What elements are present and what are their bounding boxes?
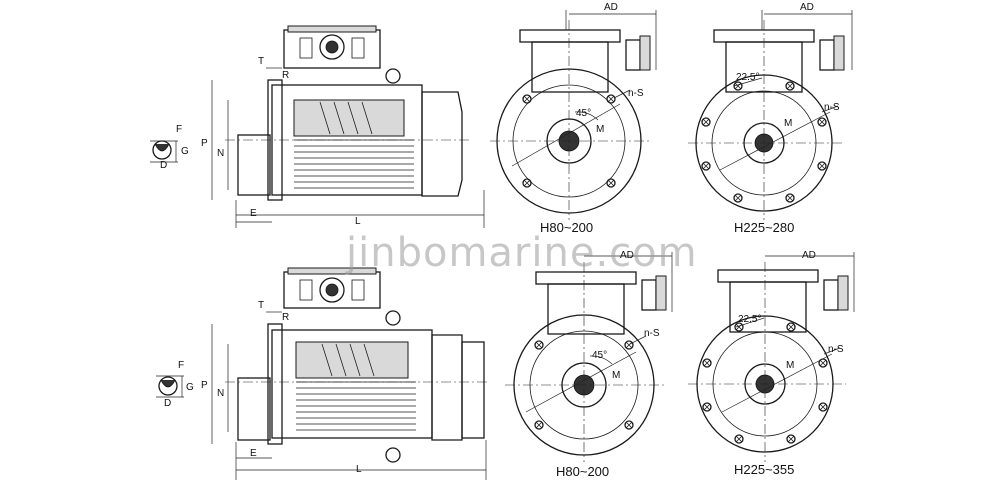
side-view-top bbox=[150, 25, 485, 228]
dim-label-nS-bottom-mid: n-S bbox=[644, 328, 660, 339]
front-view-top-mid bbox=[490, 10, 657, 220]
dim-label-nS-top-mid: n-S bbox=[628, 88, 644, 99]
dim-label-F-bottom: F bbox=[178, 360, 184, 371]
dim-label-L-top: L bbox=[355, 216, 361, 227]
dim-label-225-top-right: 22.5° bbox=[736, 72, 759, 83]
dim-label-AD-bottom-mid: AD bbox=[620, 250, 634, 261]
dim-label-D-bottom: D bbox=[164, 398, 171, 409]
front-view-bottom-right bbox=[688, 252, 855, 462]
caption-bottom-right: H225~355 bbox=[734, 462, 794, 477]
dim-label-45-bottom-mid: 45° bbox=[592, 350, 607, 361]
dim-label-M-bottom-right: M bbox=[786, 360, 794, 371]
dim-label-45-top-mid: 45° bbox=[576, 108, 591, 119]
dim-label-nS-bottom-right: n-S bbox=[828, 344, 844, 355]
dim-label-nS-top-right: n-S bbox=[824, 102, 840, 113]
dim-label-R-bottom: R bbox=[282, 312, 289, 323]
dim-label-AD-top-right: AD bbox=[800, 2, 814, 13]
front-view-top-right bbox=[688, 10, 853, 220]
caption-top-mid: H80~200 bbox=[540, 220, 593, 235]
dim-label-E-bottom: E bbox=[250, 448, 257, 459]
dim-label-L-bottom: L bbox=[356, 464, 362, 475]
dim-label-G-top: G bbox=[181, 146, 189, 157]
dim-label-N-top: N bbox=[217, 148, 224, 159]
dim-label-G-bottom: G bbox=[186, 382, 194, 393]
dim-label-T-top: T bbox=[258, 56, 264, 67]
front-view-bottom-mid bbox=[505, 252, 673, 462]
caption-bottom-mid: H80~200 bbox=[556, 464, 609, 479]
side-view-bottom bbox=[156, 267, 490, 480]
caption-top-right: H225~280 bbox=[734, 220, 794, 235]
dim-label-M-bottom-mid: M bbox=[612, 370, 620, 381]
dim-label-225-bottom-right: 22.5° bbox=[738, 314, 761, 325]
dim-label-N-bottom: N bbox=[217, 388, 224, 399]
dim-label-E-top: E bbox=[250, 208, 257, 219]
dim-label-M-top-mid: M bbox=[596, 124, 604, 135]
dim-label-AD-top-mid: AD bbox=[604, 2, 618, 13]
dim-label-AD-bottom-right: AD bbox=[802, 250, 816, 261]
dim-label-M-top-right: M bbox=[784, 118, 792, 129]
dim-label-R-top: R bbox=[282, 70, 289, 81]
dim-label-F-top: F bbox=[176, 124, 182, 135]
dim-label-P-top: P bbox=[201, 138, 208, 149]
watermark-text: jinbomarine.com bbox=[345, 230, 698, 276]
dim-label-T-bottom: T bbox=[258, 300, 264, 311]
dim-label-D-top: D bbox=[160, 160, 167, 171]
dim-label-P-bottom: P bbox=[201, 380, 208, 391]
